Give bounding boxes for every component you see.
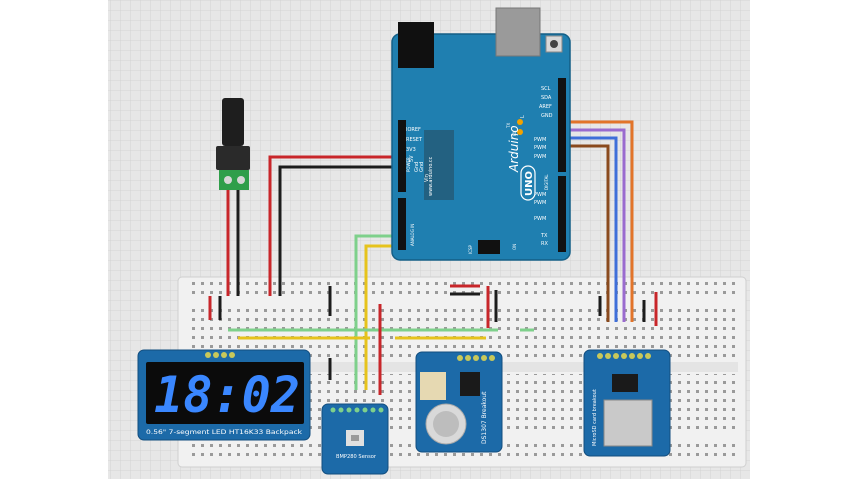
- led-rx-label: RX: [512, 130, 517, 136]
- pin-label-sda: SDA: [541, 95, 552, 101]
- wire-spi-purple: [566, 128, 626, 322]
- wire-scl-yellow: [364, 244, 400, 390]
- arduino-uno-board: Arduino UNO www.arduino.cc IOREF RESET 3…: [391, 7, 571, 261]
- pin-label-pwm-2: PWM: [534, 145, 546, 151]
- digital-header-bottom: [558, 176, 566, 252]
- sensor-label: BMP280 Sensor: [336, 454, 377, 460]
- icsp-label: ICSP: [468, 244, 473, 254]
- usb-connector: [495, 7, 541, 57]
- arduino-url: www.arduino.cc: [428, 156, 434, 196]
- dc-barrel-jack: [216, 98, 250, 190]
- on-label: ON: [512, 244, 517, 250]
- pin-label-tx: TX: [540, 233, 548, 239]
- power-label-5v: 5V: [409, 155, 415, 162]
- power-word: POWER: [406, 157, 411, 172]
- sensor-header-pins: [330, 407, 384, 413]
- digital-word: DIGITAL: [544, 174, 549, 190]
- power-label-gnd2: Gnd: [419, 162, 425, 172]
- icsp-header: [478, 240, 500, 254]
- pin-label-pwm-3: PWM: [534, 154, 546, 160]
- pin-label-rx: RX: [541, 241, 548, 247]
- breadboard-jumpers: [208, 284, 658, 395]
- wire-5v-red: [268, 155, 398, 296]
- display-digits: 18:02: [154, 366, 300, 424]
- power-label-ioref: IOREF: [406, 127, 421, 133]
- pin-label-pwm-6: PWM: [534, 216, 546, 222]
- sdcard-label: MicroSD card breakout: [592, 389, 598, 446]
- pin-label-scl: SCL: [541, 86, 551, 92]
- wire-spi-brown: [566, 144, 610, 322]
- display-caption: 0.56" 7-segment LED HT16K33 Backpack: [146, 429, 303, 436]
- arduino-model: UNO: [524, 171, 535, 196]
- microsd-card-module: MicroSD card breakout: [583, 349, 671, 457]
- wire-spi-blue: [566, 136, 618, 322]
- arduino-brand: Arduino: [507, 125, 521, 173]
- power-label-gnd1: Gnd: [414, 162, 420, 172]
- analog-word: ANALOG IN: [410, 224, 415, 246]
- digital-header-top: [558, 78, 566, 172]
- pin-label-pwm-1: PWM: [534, 137, 546, 143]
- wire-spi-orange: [566, 120, 634, 322]
- ds1307-rtc-module: DS1307 Breakout: [415, 351, 503, 453]
- power-label-vin: Vin: [424, 174, 430, 182]
- power-label-3v3: 3V3: [406, 147, 416, 153]
- microcontroller-chip: [424, 130, 454, 200]
- pin-label-pwm-5: PWM: [534, 200, 546, 206]
- power-label-reset: RESET: [406, 137, 423, 143]
- led-l-label: L: [520, 115, 526, 118]
- pin-label-aref: AREF: [539, 104, 552, 110]
- seven-segment-display-module: 18:02 0.56" 7-segment LED HT16K33 Backpa…: [137, 349, 311, 441]
- analog-header: [398, 198, 406, 250]
- pin-label-gnd: GND: [541, 113, 553, 119]
- led-tx-label: TX: [506, 123, 511, 129]
- pin-label-pwm-4: PWM: [534, 192, 546, 198]
- wire-gnd-black: [278, 165, 398, 296]
- power-jack: [398, 22, 434, 68]
- rtc-label: DS1307 Breakout: [481, 391, 488, 444]
- power-header: [398, 120, 406, 192]
- bmp280-sensor-module: BMP280 Sensor: [321, 403, 389, 475]
